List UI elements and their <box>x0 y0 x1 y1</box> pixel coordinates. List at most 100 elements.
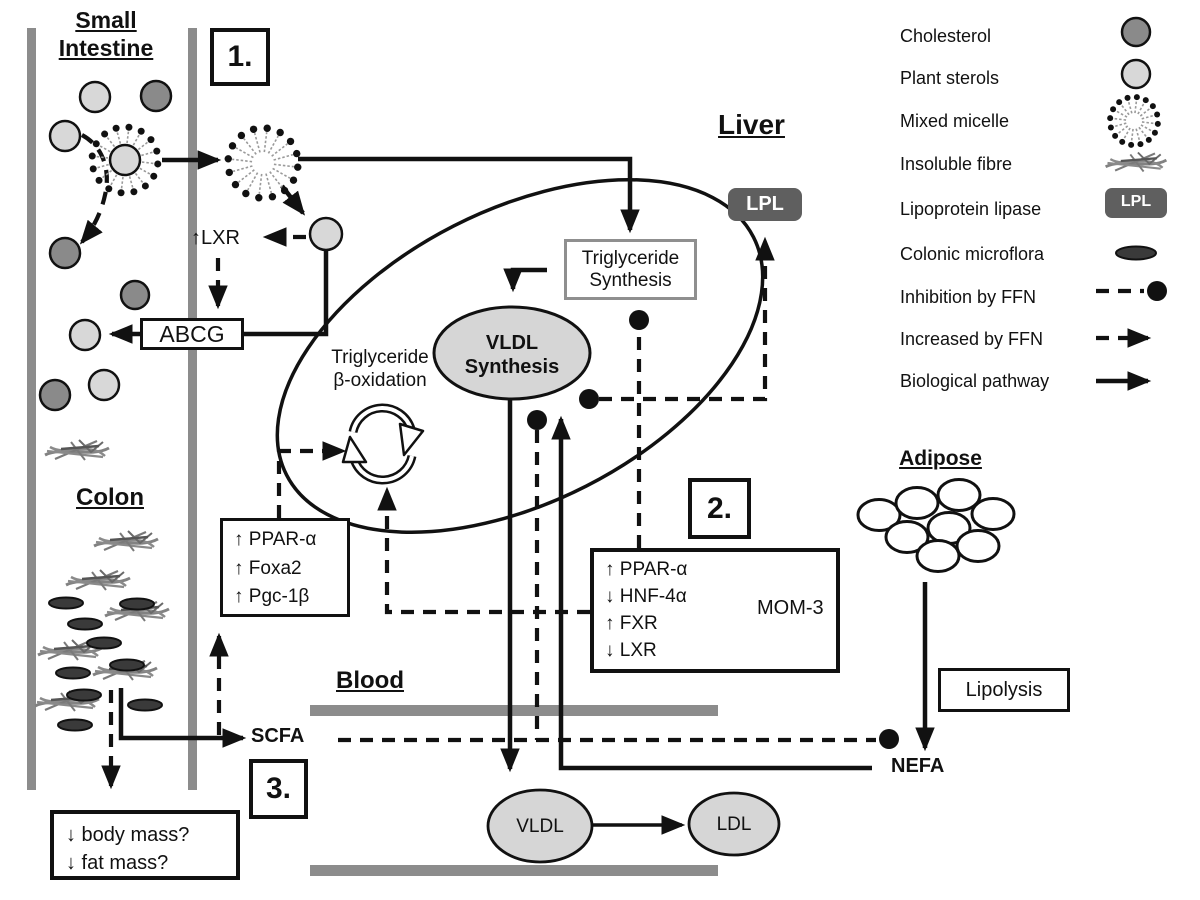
colonic-microflora-icon <box>66 688 102 702</box>
step-marker-3: 3. <box>249 759 308 819</box>
ppar-colon-line: ↑ Pgc-1β <box>234 586 310 607</box>
cholesterol-icon <box>139 79 173 113</box>
ldl-particle-label: LDL <box>716 814 752 835</box>
pathway-nefa-to-vldl-synthesis-arrow <box>551 415 872 771</box>
legend-item-label: Inhibition by FFN <box>900 287 1037 307</box>
cholesterol-icon <box>48 236 82 270</box>
scfa-label: SCFA <box>251 725 305 747</box>
legend-item-label: Plant sterols <box>900 68 1000 88</box>
insoluble-fibre-icon <box>43 438 111 462</box>
legend-item-label: Insoluble fibre <box>900 154 1013 174</box>
colonic-microflora-icon <box>86 636 122 650</box>
inhibition-dot-vldl-bottom <box>527 410 547 430</box>
region-title-adipose: Adipose <box>899 447 982 470</box>
outcome-line: ↓ fat mass? <box>66 852 169 874</box>
pathway-sterol-to-abcg-line <box>244 248 329 337</box>
plant-sterol-icon <box>78 80 112 114</box>
ffn-effect-arrows <box>79 133 876 790</box>
ppar-colon-box: ↑ PPAR-α ↑ Foxa2 ↑ Pgc-1β <box>220 518 350 617</box>
lpl-badge-icon <box>728 188 802 221</box>
vldl-particle-ellipse <box>486 788 594 864</box>
step-marker-2: 2. <box>688 478 751 539</box>
mixed-micelle-icon <box>88 123 162 197</box>
inhibition-dot-tg-synthesis <box>629 310 649 330</box>
vldl-synthesis-label: VLDL Synthesis <box>464 332 560 379</box>
ffn-mom3-to-oxidation-arrow <box>377 486 590 615</box>
colonic-microflora-icon <box>119 597 155 611</box>
small-intestine-particles <box>38 79 344 412</box>
ffn-ppar-to-oxidation-arrow <box>276 441 347 518</box>
insoluble-fibre-icon <box>92 529 160 553</box>
mom3-label: MOM-3 <box>757 597 824 619</box>
lipolysis-box: Lipolysis <box>938 668 1070 712</box>
beta-oxidation-label: Triglyceride β-oxidation <box>331 347 429 392</box>
biological-pathway-arrows <box>108 150 935 835</box>
legend-icons <box>1096 16 1168 391</box>
cholesterol-icon <box>1120 16 1152 48</box>
triglyceride-synthesis-box: Triglyceride Synthesis <box>564 239 697 300</box>
blood-vessel-walls <box>310 705 718 876</box>
colonic-microflora-icon <box>48 596 84 610</box>
colonic-microflora-icon <box>67 617 103 631</box>
insoluble-fibre-icon <box>64 568 132 592</box>
intestinal-walls <box>27 28 197 790</box>
ppar-colon-line: ↑ PPAR-α <box>234 529 317 550</box>
cholesterol-icon <box>119 279 151 311</box>
inhibition-dots <box>527 310 899 749</box>
pathway-tg-to-vldl-synthesis-arrow <box>503 267 547 293</box>
inhibition-arrow-icon <box>1096 281 1167 301</box>
legend-item-label: Cholesterol <box>900 26 992 46</box>
colonic-microflora-icon <box>55 666 91 680</box>
region-title-liver: Liver <box>718 109 785 140</box>
inhibition-dot-lipolysis <box>879 729 899 749</box>
inhibition-dot-vldl-right <box>579 389 599 409</box>
vldl-synthesis-ellipse <box>432 305 592 401</box>
plant-sterol-icon <box>308 216 344 252</box>
adipose-cells-icon <box>856 478 1016 573</box>
mixed-micelle-icon <box>1107 94 1161 148</box>
ffn-to-lpl-arrow <box>599 236 775 402</box>
lpl-badge-icon <box>1105 188 1167 218</box>
colonic-microflora-icon <box>109 658 145 672</box>
pathway-micelle-to-tg-synthesis-arrow <box>298 156 640 234</box>
cholesterol-icon <box>38 378 72 412</box>
plant-sterol-icon <box>48 119 82 153</box>
plant-sterol-icon <box>87 368 121 402</box>
pathway-colon-to-scfa-arrow <box>118 688 247 748</box>
legend-item-label: Biological pathway <box>900 371 1050 391</box>
ffn-micelle-disruption-arrow <box>79 133 109 245</box>
mom3-line: ↓ LXR <box>605 639 657 661</box>
plant-sterol-icon <box>1120 58 1152 90</box>
mixed-micelle-icon <box>224 124 302 202</box>
nefa-label: NEFA <box>891 755 945 777</box>
lpl-liver-label: LPL <box>746 193 784 215</box>
colonic-microflora-icon <box>1115 245 1157 261</box>
insoluble-fibre-icons <box>33 438 171 713</box>
lpl-legend-label: LPL <box>1120 193 1152 210</box>
colonic-microflora-icon <box>57 718 93 732</box>
outcome-line: ↓ body mass? <box>66 824 190 846</box>
beta-oxidation-cycle-icon <box>341 403 425 485</box>
region-title-small-intestine: Small Intestine <box>58 7 154 62</box>
vldl-particle-label: VLDL <box>516 816 564 837</box>
plant-sterol-icon <box>68 318 102 352</box>
mom3-line: ↑ PPAR-α <box>605 559 688 580</box>
mom3-line: ↑ FXR <box>605 612 658 634</box>
liver-outline <box>275 177 765 535</box>
legend-item-label: Colonic microflora <box>900 244 1045 264</box>
outcome-box: ↓ body mass? ↓ fat mass? <box>50 810 240 880</box>
colonic-microflora-group <box>48 596 163 732</box>
legend-item-label: Increased by FFN <box>900 329 1044 349</box>
region-title-blood: Blood <box>336 667 404 694</box>
colonic-microflora-icon <box>127 698 163 712</box>
insoluble-fibre-icon <box>1104 151 1168 173</box>
legend-item-label: Lipoprotein lipase <box>900 199 1042 219</box>
mom3-line: ↓ HNF-4α <box>605 585 687 607</box>
abcg-box: ABCG <box>140 318 244 350</box>
legend-item-label: Mixed micelle <box>900 111 1010 131</box>
ldl-particle-ellipse <box>687 791 781 857</box>
mom3-box: ↑ PPAR-α ↓ HNF-4α ↑ FXR ↓ LXR MOM-3 <box>590 548 840 673</box>
region-title-colon: Colon <box>76 484 144 511</box>
